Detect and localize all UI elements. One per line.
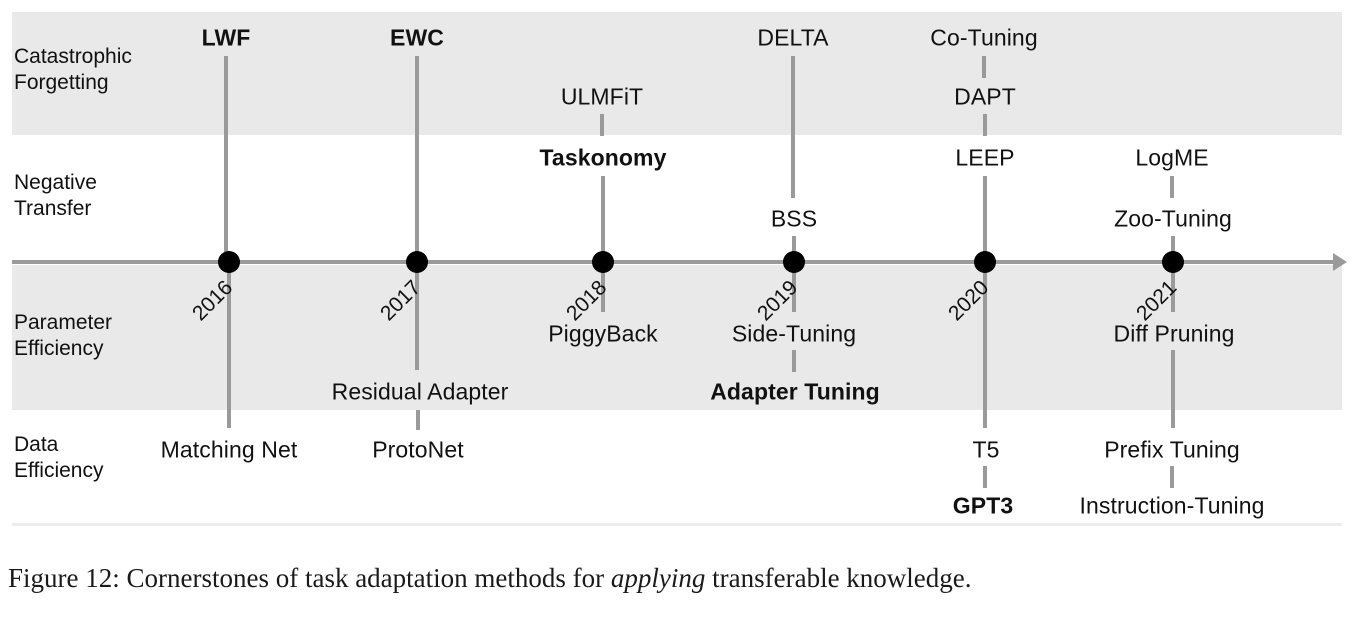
band-catastrophic-forgetting	[12, 12, 1342, 135]
connector-stem	[791, 56, 795, 198]
timeline-axis-arrow-icon	[1333, 253, 1347, 271]
row-label: Catastrophic Forgetting	[14, 45, 132, 94]
method-node-label: Instruction-Tuning	[1079, 492, 1265, 519]
method-node-label: LEEP	[955, 144, 1015, 171]
method-node-label: Residual Adapter	[331, 378, 509, 405]
connector-stem	[792, 236, 796, 252]
connector-stem	[792, 272, 796, 312]
connector-stem	[416, 410, 420, 430]
method-node-label: Prefix Tuning	[1104, 436, 1240, 463]
connector-stem	[415, 272, 419, 370]
connector-stem	[601, 176, 605, 252]
method-node-label: DAPT	[954, 83, 1016, 110]
method-node-label: Co-Tuning	[930, 24, 1038, 51]
method-node-label: Zoo-Tuning	[1114, 205, 1232, 232]
method-node-label: Matching Net	[160, 436, 298, 463]
connector-stem	[1170, 176, 1174, 198]
connector-stem	[1171, 236, 1175, 252]
connector-stem	[600, 114, 604, 136]
method-node-label: DELTA	[757, 24, 829, 51]
year-dot	[783, 251, 805, 273]
method-node-label: BSS	[770, 205, 818, 232]
band-parameter-efficiency	[12, 265, 1342, 410]
method-node-label: Taskonomy	[539, 144, 667, 171]
year-dot	[218, 251, 240, 273]
year-dot	[406, 251, 428, 273]
method-node-label: Side-Tuning	[731, 320, 857, 347]
method-node-label: EWC	[390, 24, 444, 51]
method-node-label: ULMFiT	[560, 83, 644, 110]
connector-stem	[983, 114, 987, 136]
connector-stem	[415, 56, 419, 252]
connector-stem	[792, 350, 796, 372]
row-label: Negative Transfer	[14, 171, 97, 220]
connector-stem	[227, 272, 231, 428]
method-node-label: T5	[972, 436, 1000, 463]
connector-stem	[1171, 350, 1175, 428]
method-node-label: GPT3	[952, 492, 1014, 519]
figure-bottom-rule	[12, 523, 1342, 526]
connector-stem	[1170, 466, 1174, 488]
method-node-label: LWF	[201, 24, 251, 51]
caption-prefix: Figure 12: Cornerstones of task adaptati…	[8, 563, 611, 593]
connector-stem	[1171, 272, 1175, 312]
method-node-label: Diff Pruning	[1113, 320, 1235, 347]
timeline-axis	[12, 260, 1337, 264]
row-label: Data Efficiency	[14, 433, 104, 482]
connector-stem	[983, 176, 987, 252]
method-node-label: PiggyBack	[548, 320, 658, 347]
connector-stem	[983, 466, 987, 488]
row-label: Parameter Efficiency	[14, 311, 113, 360]
year-dot	[1162, 251, 1184, 273]
caption-emphasis: applying	[610, 563, 706, 593]
figure-caption: Figure 12: Cornerstones of task adaptati…	[8, 563, 1353, 594]
connector-stem	[983, 272, 987, 428]
method-node-label: Adapter Tuning	[710, 378, 880, 405]
method-node-label: LogME	[1135, 144, 1209, 171]
connector-stem	[982, 56, 986, 78]
connector-stem	[601, 272, 605, 312]
connector-stem	[224, 56, 228, 252]
method-node-label: ProtoNet	[372, 436, 464, 463]
year-dot	[592, 251, 614, 273]
year-dot	[974, 251, 996, 273]
caption-suffix: transferable knowledge.	[705, 563, 972, 593]
